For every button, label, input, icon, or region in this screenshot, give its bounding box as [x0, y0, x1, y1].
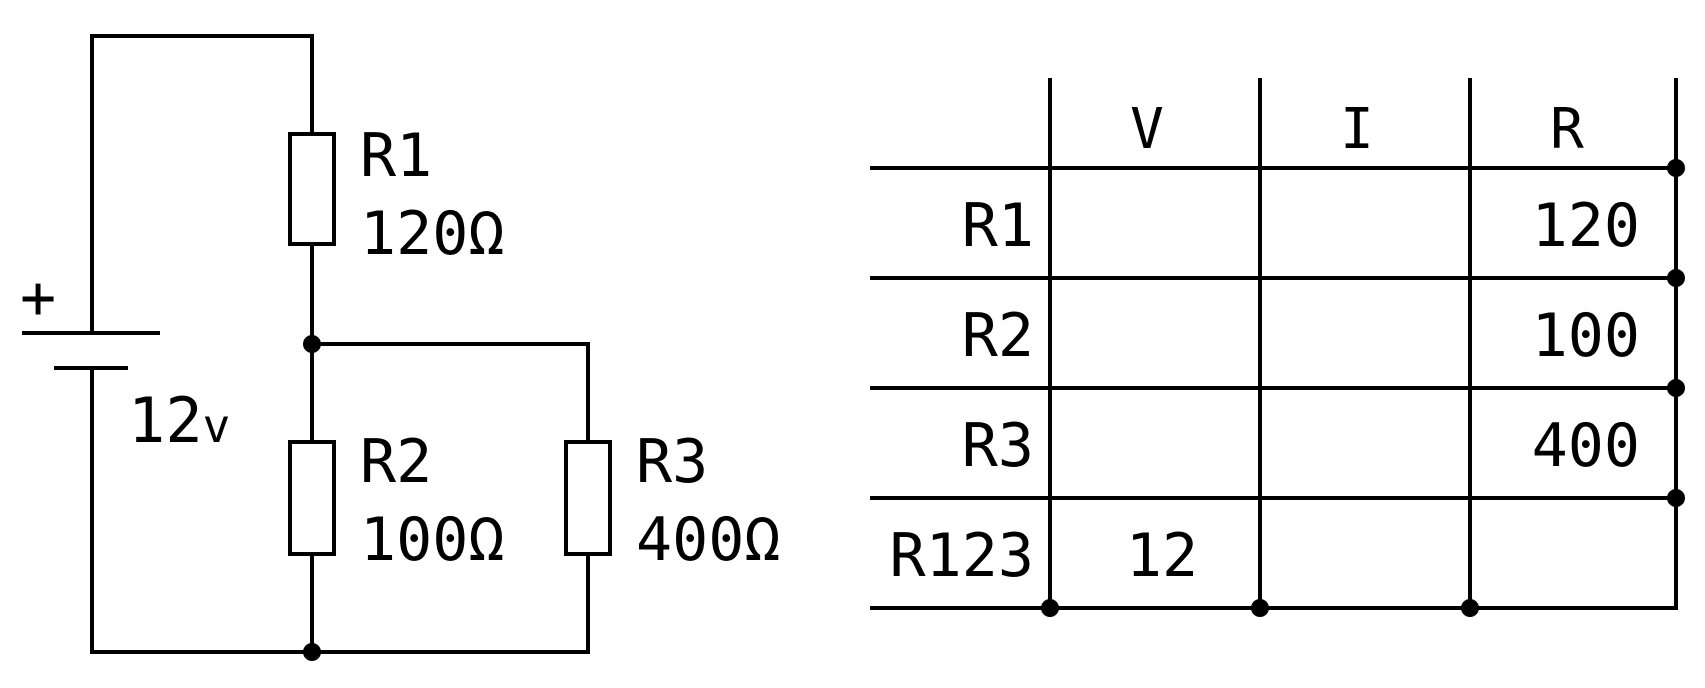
resistor-r1 — [288, 132, 336, 246]
table-header-v: V — [1130, 97, 1164, 162]
r2-value-label: 100Ω — [360, 505, 505, 575]
table-header-r: R — [1550, 97, 1584, 162]
r2-name-label: R2 — [360, 427, 432, 497]
table-cell-r: 100 — [1532, 301, 1640, 371]
table-dot — [1041, 599, 1059, 617]
resistor-r2 — [288, 440, 336, 556]
wire-node-r3 — [310, 342, 590, 444]
resistor-r3 — [564, 440, 612, 556]
circuit-schematic: + 12v R1 120Ω R2 100Ω R3 400Ω — [20, 34, 781, 661]
table-dot — [1667, 379, 1685, 397]
wire-battery-bottom — [90, 368, 590, 654]
table-dot — [1667, 269, 1685, 287]
wire-battery-top — [90, 34, 314, 335]
table-row-label: R3 — [962, 411, 1034, 481]
table-dot — [1667, 159, 1685, 177]
table-cell-r: 400 — [1532, 411, 1640, 481]
r3-value-label: 400Ω — [636, 505, 781, 575]
r1-name-label: R1 — [360, 121, 432, 191]
table-dot — [1251, 599, 1269, 617]
table-dot — [1667, 489, 1685, 507]
table-cell-r: 120 — [1532, 191, 1640, 261]
r1-value-label: 120Ω — [360, 199, 505, 269]
table-dot — [1461, 599, 1479, 617]
table-header-i: I — [1340, 97, 1374, 162]
values-table: V I R R1 R2 R3 R123 120 100 400 12 — [870, 78, 1685, 617]
table-row-label: R123 — [890, 521, 1035, 591]
battery-voltage-label: 12v — [128, 384, 230, 457]
table-row-label: R2 — [962, 301, 1034, 371]
battery-plus-sign: + — [20, 263, 56, 333]
table-row-label: R1 — [962, 191, 1034, 261]
r3-name-label: R3 — [636, 427, 708, 497]
junction-dot — [303, 643, 321, 661]
junction-dot — [303, 335, 321, 353]
table-cell-v: 12 — [1126, 521, 1198, 591]
battery-voltage-unit: v — [203, 399, 231, 453]
battery-voltage-value: 12 — [128, 384, 203, 457]
